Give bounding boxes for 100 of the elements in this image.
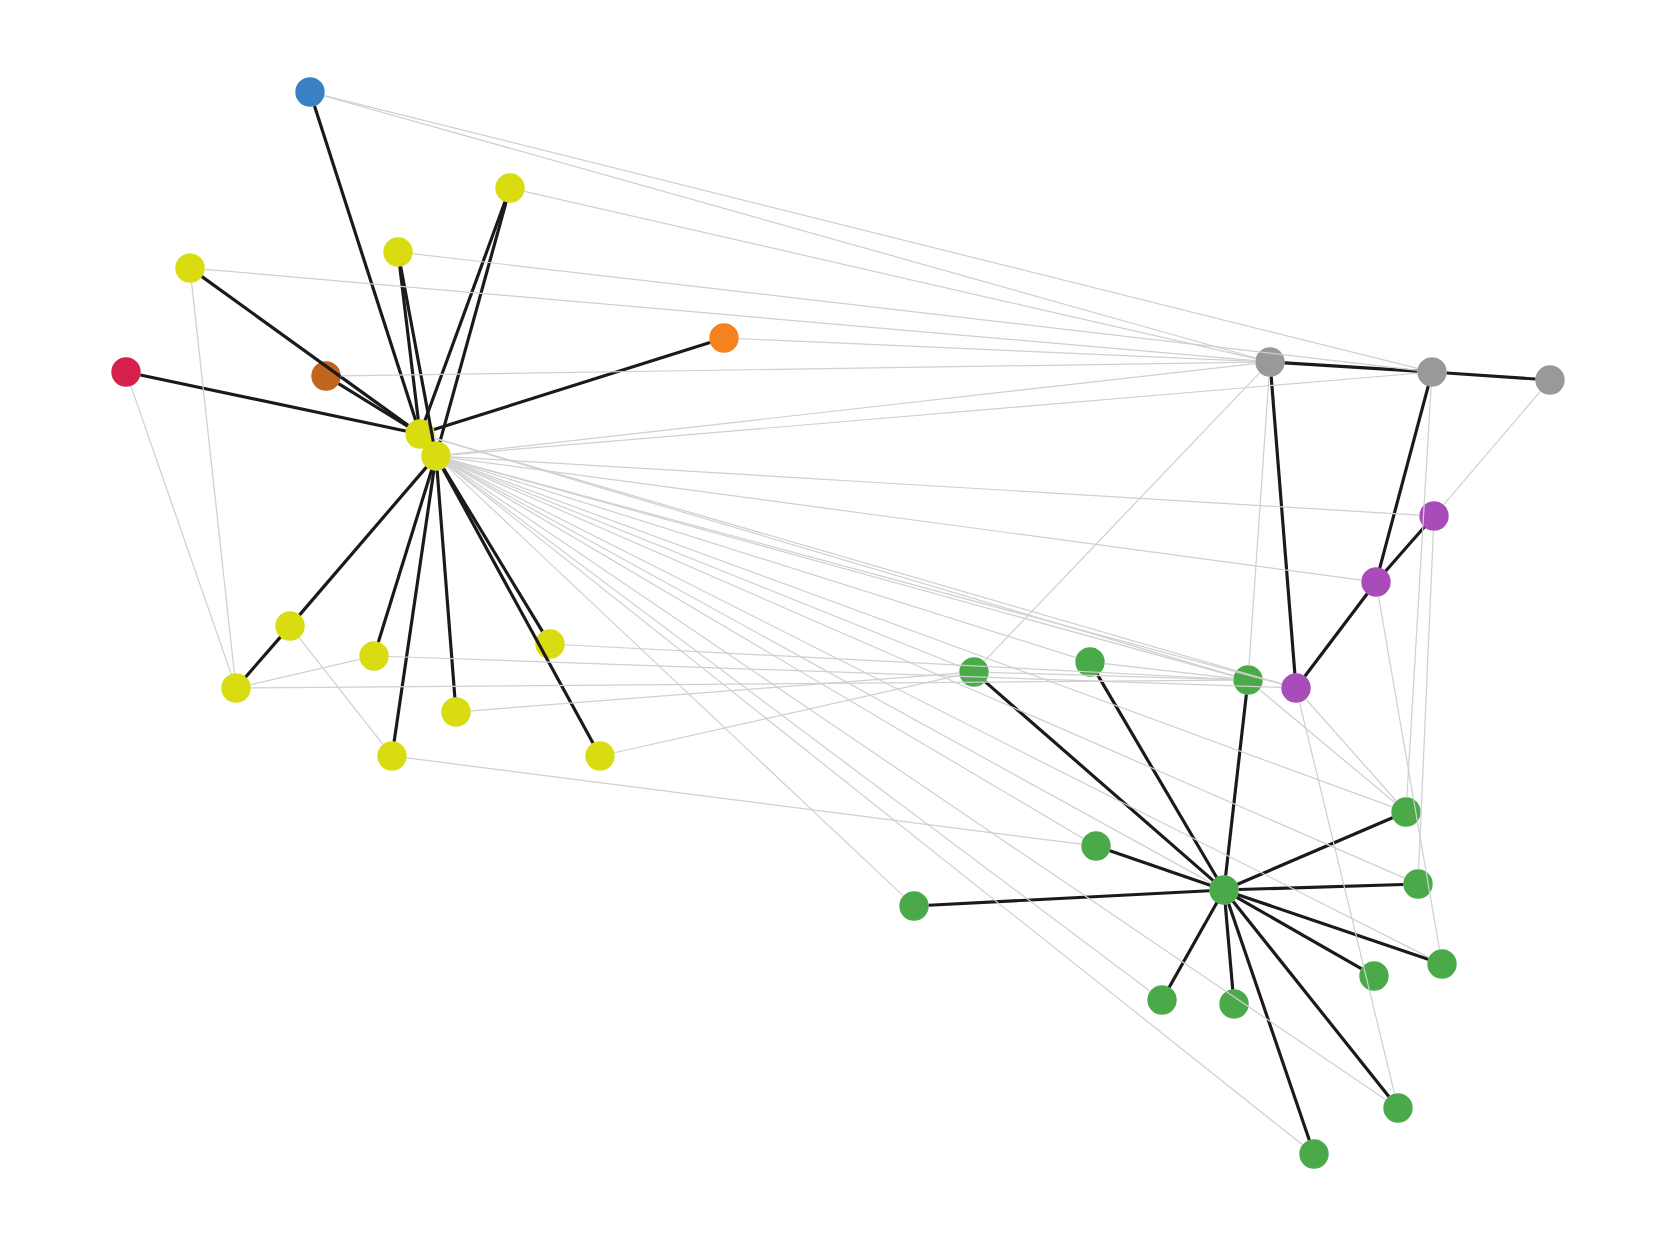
network-node — [1535, 365, 1565, 395]
network-node — [1299, 1139, 1329, 1169]
edge-line — [1418, 530, 1434, 870]
network-node — [495, 173, 525, 203]
edge-line — [988, 671, 1234, 681]
edge-line — [448, 462, 1084, 840]
edge-line — [448, 462, 1212, 884]
edge-line — [1238, 882, 1404, 892]
edge-line — [470, 672, 960, 712]
edge-line — [1377, 595, 1441, 951]
edge-line — [928, 889, 1210, 907]
edge-line — [392, 470, 436, 742]
network-node — [535, 629, 565, 659]
edge-line — [1236, 895, 1363, 971]
edge-line — [738, 338, 1256, 362]
edge-line — [399, 266, 435, 442]
edge-line — [244, 636, 282, 678]
edge-line — [1231, 900, 1391, 1098]
network-node — [1359, 961, 1389, 991]
edge-line — [1258, 688, 1396, 804]
edge-line — [449, 459, 1077, 659]
edge-line — [435, 470, 457, 698]
edge-line — [323, 94, 1419, 370]
edge-line — [1167, 902, 1219, 988]
edge-line — [140, 373, 406, 433]
edge-line — [564, 644, 1234, 680]
edge-line — [298, 636, 384, 746]
edge-line — [1446, 371, 1536, 381]
network-node — [1361, 567, 1391, 597]
network-node — [175, 253, 205, 283]
network-node — [383, 237, 413, 267]
edge-line — [313, 105, 417, 421]
edge-line — [984, 680, 1214, 882]
edge-line — [1269, 376, 1297, 674]
network-node — [275, 611, 305, 641]
edge-line — [412, 253, 1419, 371]
edge-line — [1303, 592, 1369, 678]
edge-line — [1104, 663, 1235, 679]
edge-line — [450, 456, 1420, 516]
edge-line — [1442, 390, 1542, 506]
network-node — [1075, 647, 1105, 677]
edge-line — [1284, 361, 1418, 373]
edge-line — [388, 655, 1282, 689]
edge-line — [249, 658, 361, 686]
edge-line — [613, 674, 961, 754]
edge-line — [337, 382, 409, 428]
edge-line — [449, 457, 1363, 581]
edge-line — [448, 461, 1406, 879]
network-node — [295, 77, 325, 107]
edge-line — [398, 266, 420, 420]
edge-line — [1224, 694, 1248, 876]
edge-line — [450, 372, 1418, 456]
edge-line — [130, 385, 232, 675]
network-node — [959, 657, 989, 687]
edge-line — [340, 361, 1256, 377]
network-node — [1147, 985, 1177, 1015]
edge-line — [446, 465, 904, 897]
edge-line — [1237, 893, 1429, 961]
edge-line — [449, 460, 1393, 808]
edge-line — [450, 363, 1256, 455]
edge-line — [1109, 849, 1211, 887]
network-node — [441, 697, 471, 727]
network-node — [709, 323, 739, 353]
network-node — [1219, 989, 1249, 1019]
network-node — [899, 891, 929, 921]
network-node — [1391, 797, 1421, 827]
network-node — [1419, 501, 1449, 531]
edge-line — [1236, 816, 1394, 886]
edge-line — [1298, 701, 1396, 1095]
edge-line — [250, 679, 1234, 689]
edge-line — [441, 468, 595, 744]
network-node — [421, 441, 451, 471]
network-node — [1209, 875, 1239, 905]
edge-line — [1406, 386, 1432, 798]
edge-line — [523, 190, 1257, 360]
network-node — [1281, 673, 1311, 703]
edge-line — [438, 201, 508, 443]
edge-line — [1305, 698, 1397, 802]
edge-line — [1378, 385, 1430, 569]
edge-line — [1096, 673, 1218, 879]
edge-line — [1227, 903, 1311, 1141]
edge-line — [423, 201, 507, 421]
edge-line — [376, 469, 434, 643]
network-node — [111, 357, 141, 387]
edge-line — [442, 467, 544, 633]
network-node — [1233, 665, 1263, 695]
network-node — [585, 741, 615, 771]
edge-line — [201, 275, 409, 427]
network-node — [1383, 1093, 1413, 1123]
network-node — [1255, 347, 1285, 377]
edge-line — [1384, 526, 1426, 572]
network-node — [377, 741, 407, 771]
edge-line — [433, 340, 711, 432]
edge-line — [204, 268, 1256, 362]
network-node — [1417, 357, 1447, 387]
network-node — [221, 673, 251, 703]
edge-line — [448, 462, 1430, 958]
edge-line — [1223, 904, 1235, 990]
network-node — [311, 361, 341, 391]
edge-line — [406, 757, 1083, 845]
